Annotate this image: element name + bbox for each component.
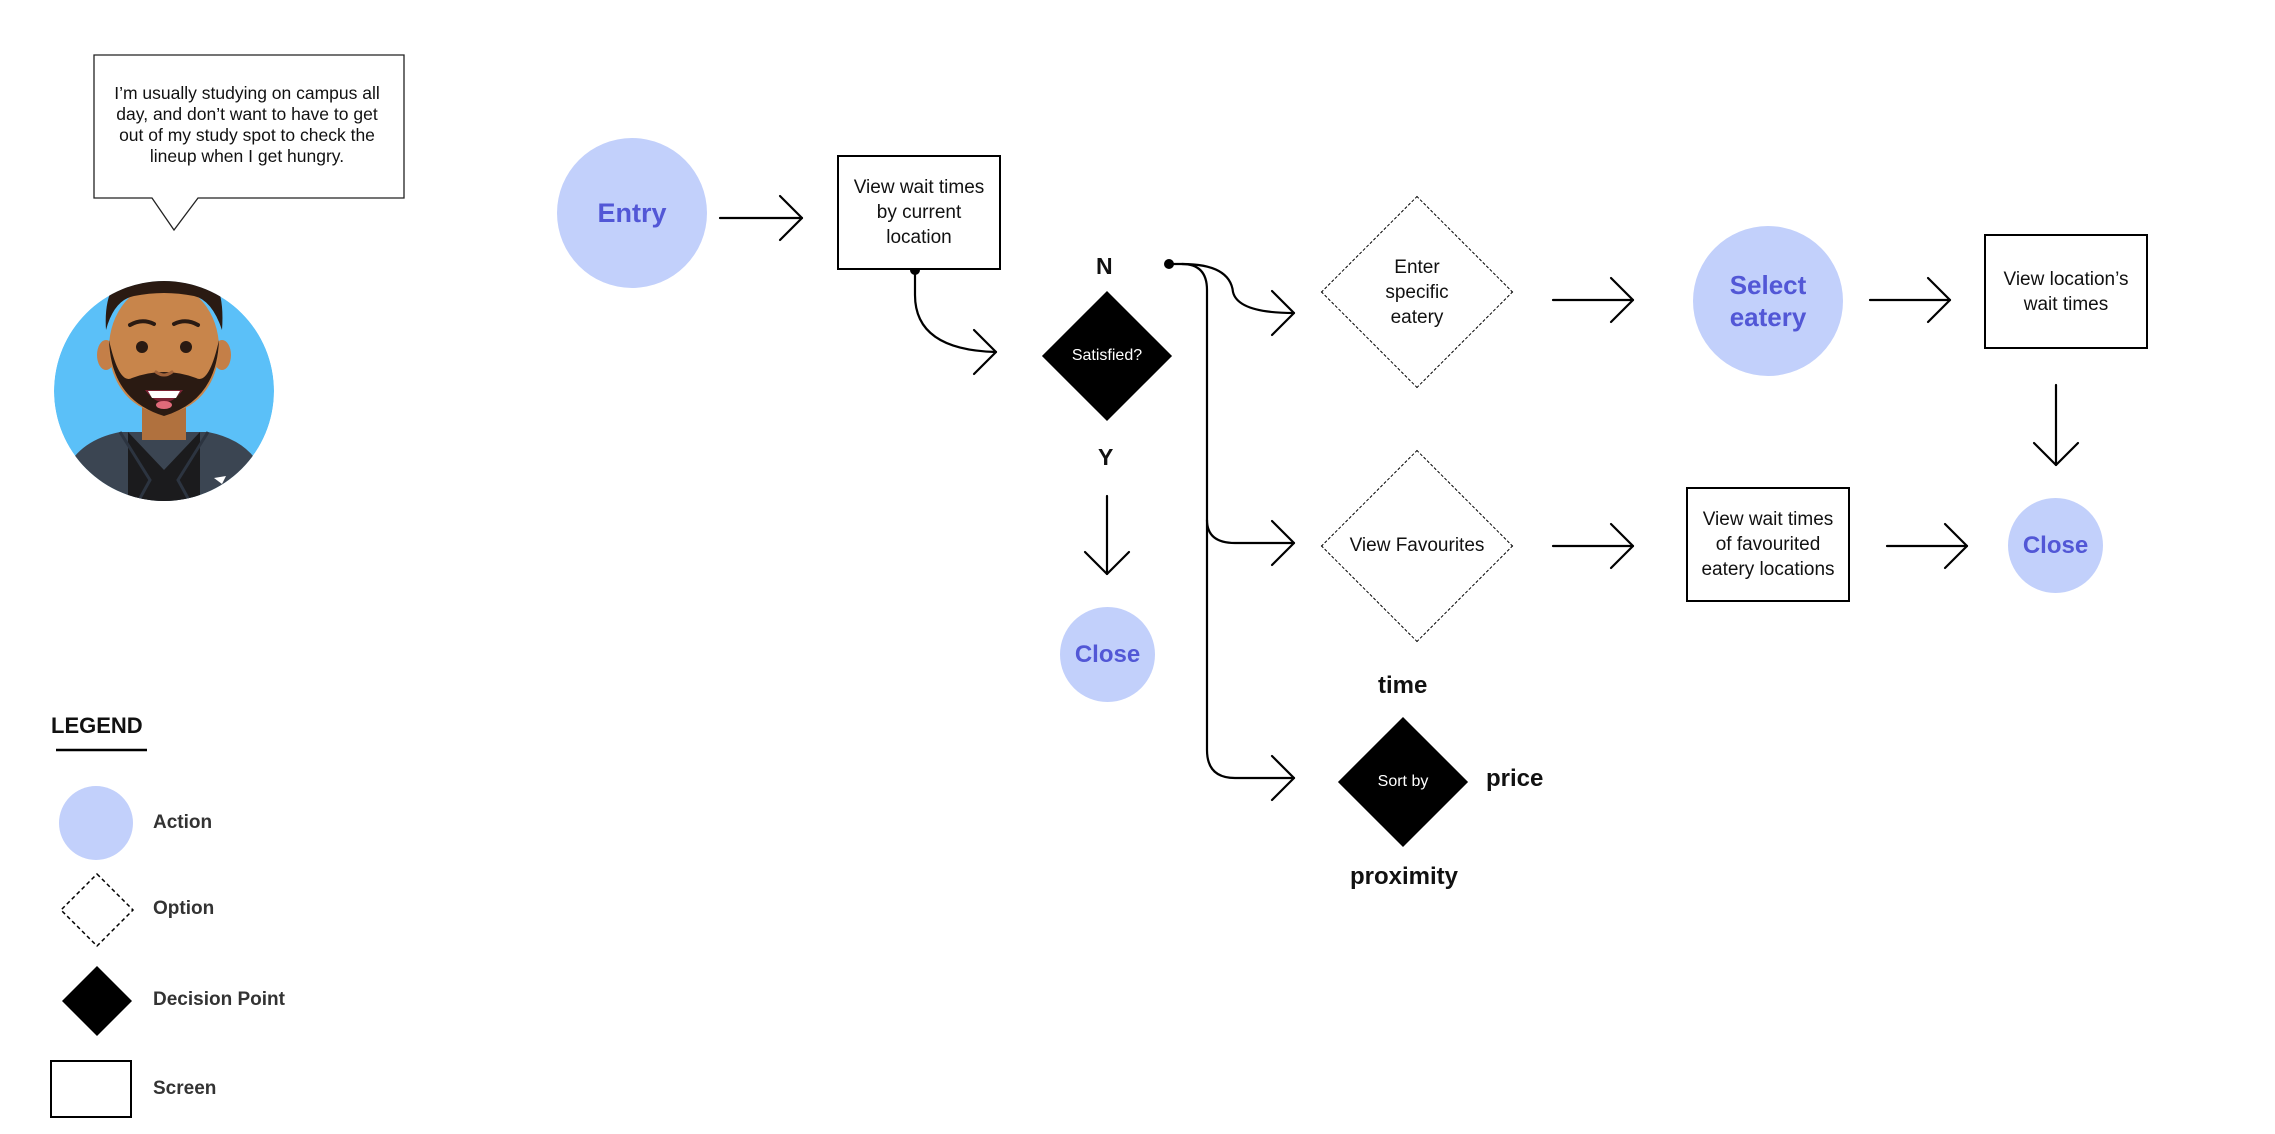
entry-label: Entry bbox=[597, 197, 667, 228]
option-enter-eatery-label: Enter specific eatery bbox=[1385, 256, 1449, 328]
arrow-location-to-close bbox=[2032, 383, 2080, 467]
legend-action-label: Action bbox=[153, 812, 213, 833]
sort-proximity-label: proximity bbox=[1350, 863, 1459, 890]
legend-decision-label: Decision Point bbox=[153, 989, 285, 1010]
label-n: N bbox=[1096, 253, 1113, 279]
option-enter-eatery[interactable]: Enter specific eatery bbox=[1320, 195, 1514, 389]
sort-price-label: price bbox=[1486, 765, 1544, 792]
screen-location-wait[interactable]: View location’s wait times bbox=[1984, 234, 2148, 349]
arrow-favourites-to-screen bbox=[1551, 522, 1635, 570]
arrowhead-enter-eatery bbox=[1270, 289, 1296, 337]
screen-current-location[interactable]: View wait times by current location bbox=[837, 155, 1001, 270]
arrow-entry-to-screen bbox=[718, 194, 804, 242]
speech-bubble bbox=[93, 54, 405, 232]
screen-location-wait-label: View location’s wait times bbox=[2003, 268, 2129, 315]
legend-screen-label: Screen bbox=[153, 1078, 217, 1099]
screen-favourites-wait[interactable]: View wait times of favourited eatery loc… bbox=[1686, 487, 1850, 602]
entry-action[interactable]: Entry bbox=[557, 138, 707, 288]
close-end-label: Close bbox=[2022, 531, 2089, 559]
legend-option-swatch bbox=[59, 872, 135, 948]
screen-current-location-label: View wait times by current location bbox=[853, 177, 985, 248]
close-end-action[interactable]: Close bbox=[2008, 498, 2103, 593]
decision-sort-by-label: Sort by bbox=[1377, 773, 1429, 790]
arrow-favscreen-to-close bbox=[1885, 522, 1969, 570]
branch-n-connector bbox=[1165, 262, 1296, 780]
arrow-y-to-close bbox=[1083, 494, 1131, 576]
arrow-screen-to-satisfied bbox=[913, 268, 998, 376]
persona-quote: I’m usually studying on campus all day, … bbox=[114, 83, 380, 166]
arrow-enter-to-select bbox=[1551, 276, 1635, 324]
legend-action-swatch bbox=[59, 786, 133, 860]
select-eatery-action[interactable]: Select eatery bbox=[1693, 226, 1843, 376]
decision-satisfied-label: Satisfied? bbox=[1071, 347, 1143, 364]
select-eatery-label: Select eatery bbox=[1729, 270, 1807, 332]
option-view-favourites[interactable]: View Favourites bbox=[1320, 449, 1514, 643]
legend-decision-swatch bbox=[62, 966, 132, 1036]
connector-dot-n bbox=[1164, 259, 1174, 269]
arrowhead-sort-by bbox=[1270, 754, 1296, 802]
arrowhead-view-favourites bbox=[1270, 519, 1296, 567]
legend-option-label: Option bbox=[153, 898, 215, 919]
close-y-label: Close bbox=[1074, 640, 1141, 668]
legend-screen-swatch bbox=[50, 1060, 132, 1118]
label-y: Y bbox=[1098, 444, 1114, 470]
legend-title: LEGEND bbox=[51, 713, 143, 738]
screen-favourites-wait-label: View wait times of favourited eatery loc… bbox=[1701, 509, 1835, 580]
arrow-select-to-location bbox=[1868, 276, 1952, 324]
avatar bbox=[54, 281, 274, 501]
option-view-favourites-label: View Favourites bbox=[1349, 535, 1485, 556]
sort-time-label: time bbox=[1378, 672, 1428, 699]
close-y-action[interactable]: Close bbox=[1060, 607, 1155, 702]
decision-sort-by[interactable]: Sort by bbox=[1337, 716, 1469, 848]
decision-satisfied[interactable]: Satisfied? bbox=[1041, 290, 1173, 422]
